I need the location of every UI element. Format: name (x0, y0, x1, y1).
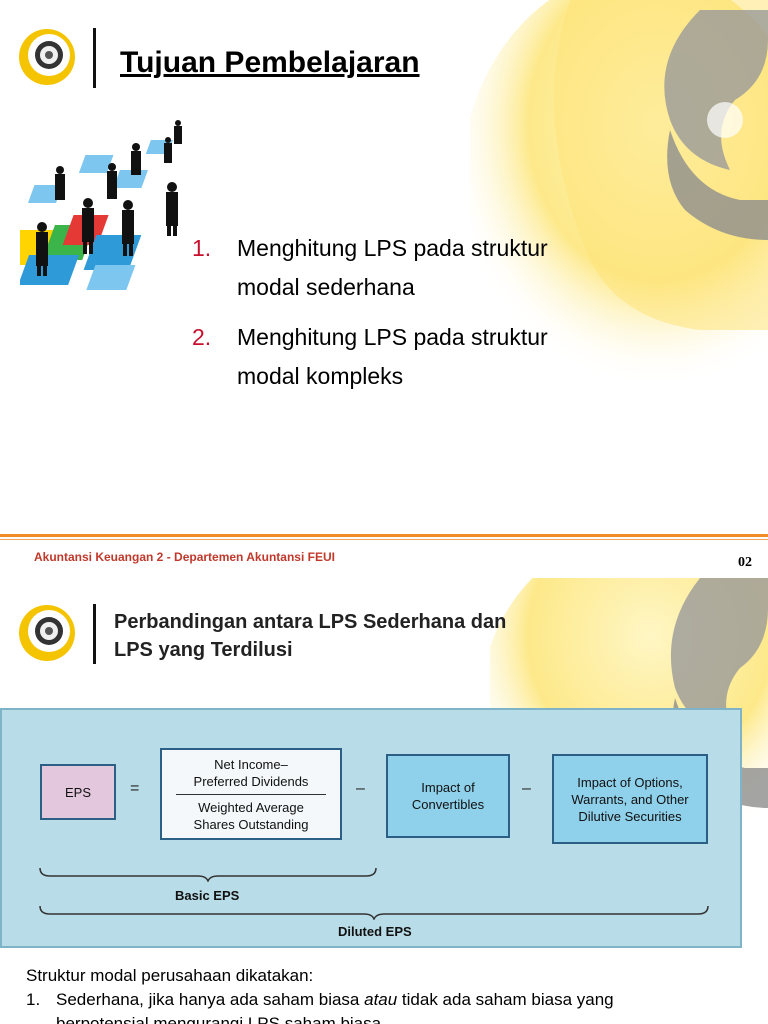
body-item-line2: berpotensial mengurangi LPS saham biasa (56, 1014, 382, 1024)
page-number: 02 (738, 555, 752, 570)
numerator-line1: Net Income– (214, 756, 288, 772)
convertibles-box: Impact of Convertibles (386, 754, 510, 838)
minus-sign: – (522, 780, 531, 797)
objective-text: modal kompleks (237, 363, 404, 389)
convertibles-line1: Impact of (421, 780, 475, 795)
basic-eps-brace (39, 867, 377, 882)
eps-label: EPS (64, 784, 91, 800)
body-item-emphasis: atau (364, 990, 398, 1009)
capital-structure-text: Struktur modal perusahaan dikatakan: 1. … (26, 964, 614, 1024)
objective-text: modal sederhana (237, 274, 415, 300)
slide-2: Perbandingan antara LPS Sederhana dan LP… (0, 578, 768, 1024)
options-box: Impact of Options, Warrants, and Other D… (552, 754, 708, 844)
university-logo-icon (19, 605, 75, 661)
eps-formula-diagram: EPS = Net Income– Preferred Dividends We… (0, 708, 742, 948)
footer-rule-thin (0, 539, 768, 540)
title-divider (93, 28, 96, 88)
diluted-eps-label: Diluted EPS (338, 924, 412, 939)
denominator-line1: Weighted Average (198, 799, 304, 815)
diluted-eps-brace (39, 905, 709, 920)
body-item-number: 1. (26, 990, 41, 1009)
options-line1: Impact of Options, (577, 774, 683, 790)
fraction-line (176, 793, 326, 795)
basic-eps-fraction-box: Net Income– Preferred Dividends Weighted… (160, 748, 342, 840)
footer-course-text: Akuntansi Keuangan 2 - Departemen Akunta… (34, 550, 335, 564)
objective-text: Menghitung LPS pada struktur (237, 324, 548, 350)
numerator-line2: Preferred Dividends (193, 773, 309, 789)
body-item-text-b: tidak ada saham biasa yang (397, 990, 614, 1009)
options-line3: Dilutive Securities (578, 808, 682, 824)
university-logo-icon (19, 29, 75, 85)
business-puzzle-illustration (20, 120, 182, 290)
slide-1: Tujuan Pembelajaran 1. Menghitung LPS pad… (19, 0, 768, 410)
convertibles-line2: Convertibles (411, 797, 485, 812)
objective-number: 2. (192, 324, 212, 350)
body-intro: Struktur modal perusahaan dikatakan: (26, 966, 314, 985)
slide-1-title: Tujuan Pembelajaran (120, 46, 420, 79)
options-line2: Warrants, and Other (571, 791, 689, 807)
footer-rule (0, 534, 768, 537)
equals-sign: = (130, 780, 140, 797)
denominator-line2: Shares Outstanding (193, 816, 309, 832)
objective-text: Menghitung LPS pada struktur (237, 235, 548, 261)
objective-item: 2. Menghitung LPS pada struktur modal kom… (192, 318, 548, 396)
title-divider (93, 604, 96, 664)
objective-item: 1. Menghitung LPS pada struktur modal sed… (192, 229, 548, 307)
slide-2-title: Perbandingan antara LPS Sederhana dan LP… (114, 608, 614, 664)
objective-number: 1. (192, 235, 212, 261)
body-list-item: 1. Sederhana, jika hanya ada saham biasa… (26, 988, 614, 1024)
slide-2-title-line1: Perbandingan antara LPS Sederhana dan (114, 611, 507, 633)
slide-2-title-line2: LPS yang Terdilusi (114, 639, 293, 661)
minus-sign: – (356, 780, 365, 797)
basic-eps-label: Basic EPS (175, 888, 240, 903)
eps-box: EPS (40, 764, 116, 820)
body-item-text-a: Sederhana, jika hanya ada saham biasa (56, 990, 365, 1009)
university-emblem-watermark (470, 0, 768, 410)
